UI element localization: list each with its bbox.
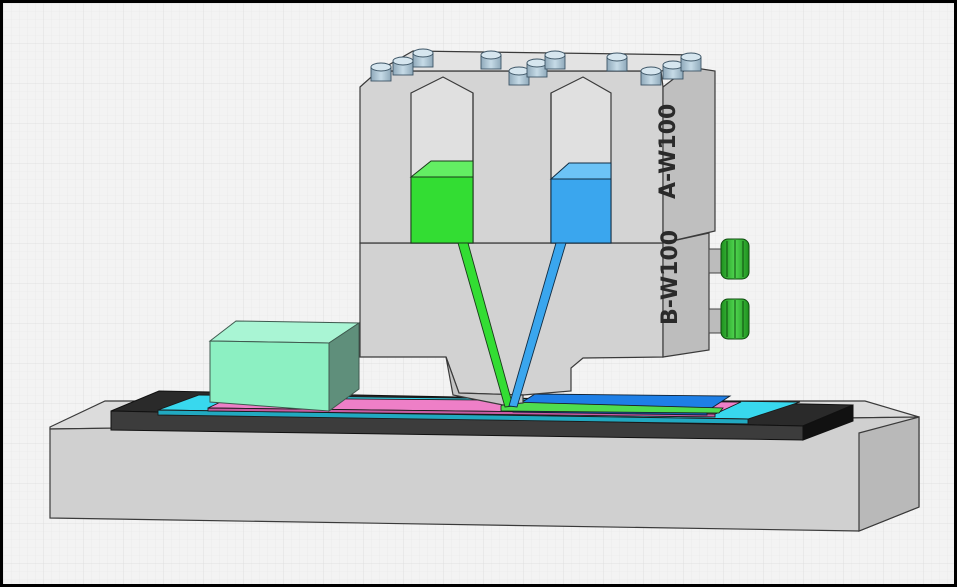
bolt-icon xyxy=(370,62,392,82)
green-knob-upper xyxy=(708,238,750,280)
upper-block-label: A-W100 xyxy=(656,104,681,199)
green-reservoir-front xyxy=(410,176,474,244)
bolt-head xyxy=(392,56,414,66)
bolt-head xyxy=(544,50,566,60)
base-right-face xyxy=(858,416,920,532)
bolt-head xyxy=(526,58,548,68)
mint-block-front xyxy=(209,340,330,412)
bolt-head xyxy=(480,50,502,60)
blue-reservoir-front xyxy=(550,178,612,244)
bolt-head xyxy=(370,62,392,72)
bolt-icon xyxy=(680,52,702,72)
bolt-head xyxy=(412,48,434,58)
black-plate-right xyxy=(802,404,854,441)
bolt-head xyxy=(606,52,628,62)
mint-block-side xyxy=(328,322,360,412)
lower-block-label: B-W100 xyxy=(658,230,683,325)
bolt-head xyxy=(640,66,662,76)
bolt-head xyxy=(662,60,684,70)
bolt-icon xyxy=(412,48,434,68)
blue-channel xyxy=(508,242,567,408)
blue-reservoir xyxy=(549,162,612,244)
bolt-icon xyxy=(392,56,414,76)
cyan-layer-front xyxy=(157,409,749,425)
bolt-icon xyxy=(640,66,662,86)
top-bolts xyxy=(370,48,702,86)
bolt-icon xyxy=(526,58,548,78)
green-knob-lower xyxy=(708,298,750,340)
upper-block-front xyxy=(359,70,664,244)
bolt-icon xyxy=(544,50,566,70)
lower-housing-block xyxy=(359,232,710,406)
bolt-head xyxy=(680,52,702,62)
printhead-assembly-diagram: A-W100 B-W100 xyxy=(3,3,954,584)
bolt-icon xyxy=(606,52,628,72)
mint-block xyxy=(208,320,361,412)
bolt-icon xyxy=(480,50,502,70)
bolt-icon xyxy=(662,60,684,80)
green-reservoir xyxy=(409,160,474,244)
bolt-icon xyxy=(508,66,530,86)
bolt-head xyxy=(508,66,530,76)
